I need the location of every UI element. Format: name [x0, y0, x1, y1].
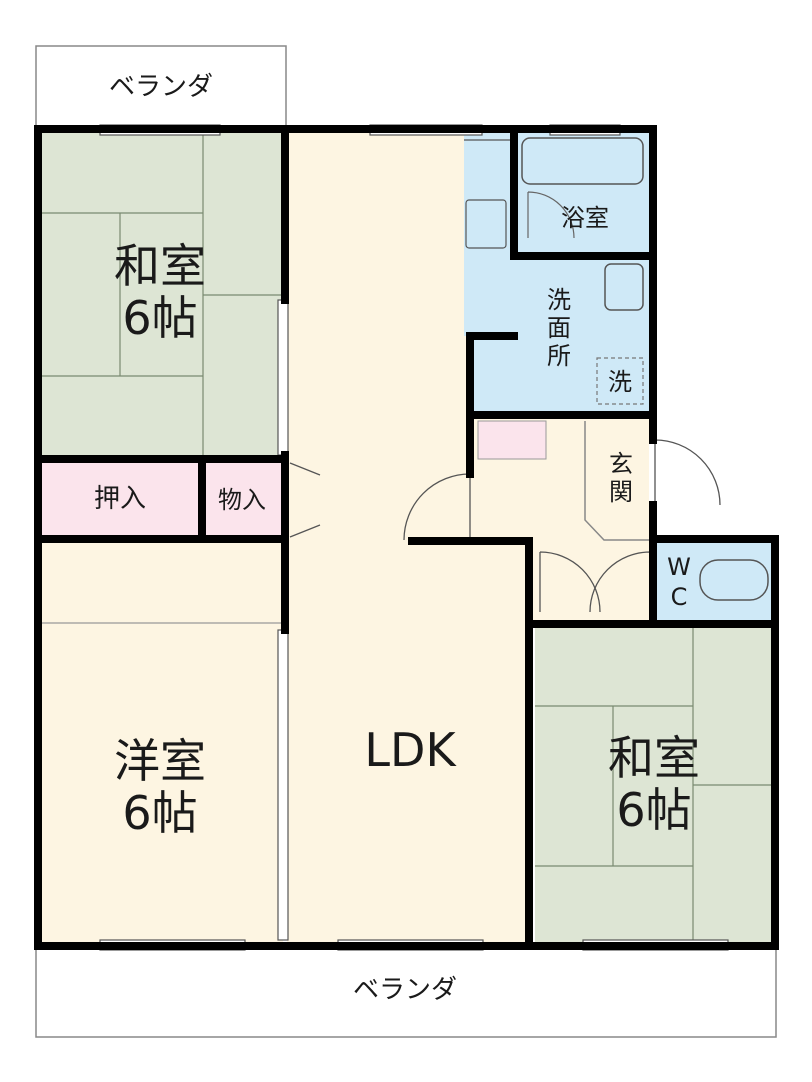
yokushitsu-label: 浴室 [561, 204, 609, 232]
ldk-label: LDK [364, 723, 456, 777]
tatami-lines-right [535, 626, 773, 944]
genkan-label: 玄 関 [609, 450, 633, 506]
walls [34, 125, 779, 950]
toilet-icon [699, 559, 769, 601]
sentaku-label: 洗 [608, 368, 632, 396]
bath-door [527, 191, 575, 239]
washbasin-icon [604, 263, 644, 311]
balcony-bottom-label: ベランダ [352, 975, 457, 1005]
washitsu-top-label: 和室 6帖 [114, 239, 206, 345]
oshiire-room [40, 461, 200, 537]
tatami-lines-top [40, 131, 283, 457]
oshiire-label: 押入 [93, 484, 146, 514]
balcony-top-label: ベランダ [108, 72, 213, 102]
youshitsu-room [40, 541, 283, 944]
senmenjo-label: 洗 面 所 [547, 286, 571, 370]
monoire-room [204, 461, 283, 537]
washer-space [596, 357, 644, 405]
genkan-step [584, 421, 649, 541]
wc-label: W C [667, 553, 691, 611]
bathtub-icon [521, 137, 644, 185]
washitsu-top-room [40, 131, 283, 457]
washitsu-right-label: 和室 6帖 [608, 731, 700, 837]
youshitsu-label: 洋室 6帖 [114, 734, 206, 840]
storage-small [477, 420, 547, 460]
kitchen-fixtures [464, 139, 512, 249]
monoire-label: 物入 [218, 486, 266, 514]
